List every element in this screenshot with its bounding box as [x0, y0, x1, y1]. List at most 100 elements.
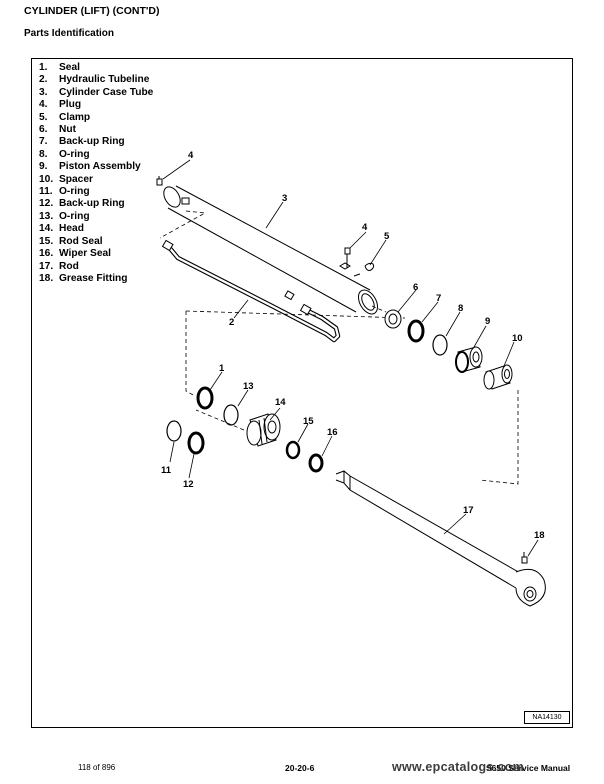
part-number: 12.: [39, 198, 54, 210]
part-number: 1.: [39, 62, 48, 73]
list-item: 6. Nut: [39, 124, 153, 136]
page-title: CYLINDER (LIFT) (CONT'D): [24, 5, 160, 17]
callout-label: 7: [436, 293, 441, 304]
list-item: 16. Wiper Seal: [39, 248, 153, 260]
back-up-ring-icon: [187, 431, 205, 455]
o-ring-icon: [223, 404, 239, 426]
cylinder-case-tube: [163, 185, 378, 315]
parts-list: 1. Seal 2. Hydraulic Tubeline 3. Cylinder C…: [39, 62, 153, 285]
part-number: 2.: [39, 74, 48, 86]
part-number: 10.: [39, 173, 54, 185]
callout-label: 5: [384, 231, 390, 242]
grease-fitting-icon: [521, 552, 528, 564]
head-icon: [246, 413, 281, 447]
part-name: Head: [59, 223, 84, 235]
o-ring-icon: [432, 334, 448, 356]
part-name: O-ring: [59, 210, 90, 222]
callout-label: 16: [327, 427, 338, 438]
part-name: Piston Assembly: [59, 161, 141, 173]
part-name: Grease Fitting: [59, 272, 128, 284]
back-up-ring-icon: [407, 319, 425, 343]
watermark: www.epcatalogs.com: [392, 760, 525, 774]
callout-leaders: [162, 159, 539, 557]
callout-label: 4: [362, 222, 368, 233]
rod-icon: [335, 470, 546, 607]
page-count: 118 of 896: [78, 763, 116, 772]
hydraulic-tubeline: [161, 239, 341, 343]
o-ring-icon: [166, 420, 182, 442]
callout-label: 13: [243, 381, 254, 392]
part-number: 8.: [39, 148, 48, 160]
rod-seal-icon: [285, 440, 301, 460]
list-item: 15. Rod Seal: [39, 236, 153, 248]
part-name: Hydraulic Tubeline: [59, 74, 150, 86]
part-name: Clamp: [59, 111, 91, 123]
part-number: 6.: [39, 124, 48, 136]
part-number: 4.: [39, 99, 48, 111]
list-item: 9. Piston Assembly: [39, 161, 153, 173]
part-number: 11.: [39, 186, 53, 198]
figure-id-box: NA14130: [524, 711, 570, 724]
list-item: 2. Hydraulic Tubeline: [39, 74, 153, 86]
part-name: Back-up Ring: [59, 136, 125, 148]
callout-label: 17: [463, 505, 474, 516]
part-name: O-ring: [59, 186, 90, 198]
callout-label: 6: [413, 282, 418, 293]
plug-icon: [156, 176, 163, 186]
part-number: 3.: [39, 86, 48, 98]
list-item: 12. Back-up Ring: [39, 198, 153, 210]
part-name: Nut: [59, 124, 76, 136]
part-number: 13.: [39, 210, 54, 222]
seal-icon: [196, 386, 214, 410]
list-item: 14. Head: [39, 223, 153, 235]
part-name: Spacer: [59, 173, 93, 185]
part-number: 15.: [39, 235, 54, 247]
list-item: 4. Plug: [39, 99, 153, 111]
piston-assembly-icon: [455, 346, 483, 373]
nut-icon: [384, 309, 402, 329]
callout-label: 3: [282, 193, 287, 204]
list-item: 5. Clamp: [39, 112, 153, 124]
list-item: 17. Rod: [39, 261, 153, 273]
callout-label: 4: [188, 150, 194, 161]
list-item: 1. Seal: [39, 62, 153, 74]
part-number: 16.: [39, 248, 54, 260]
list-item: 8. O-ring: [39, 149, 153, 161]
part-number: 14.: [39, 223, 54, 235]
dashed-leader-lines: [159, 210, 519, 485]
list-item: 7. Back-up Ring: [39, 136, 153, 148]
part-number: 9.: [39, 161, 48, 173]
spacer-icon: [483, 364, 513, 390]
callout-label: 2: [229, 317, 234, 328]
callout-label: 8: [458, 303, 463, 314]
part-number: 7.: [39, 136, 48, 148]
list-item: 13. O-ring: [39, 211, 153, 223]
callout-label: 10: [512, 333, 523, 344]
list-item: 18.Grease Fitting: [39, 273, 153, 285]
section-title: Parts Identification: [24, 28, 115, 39]
part-name: Plug: [59, 99, 82, 111]
part-name: Rod Seal: [59, 235, 103, 247]
callout-label: 11: [161, 465, 172, 476]
part-name: Seal: [59, 62, 80, 73]
list-item: 3. Cylinder Case Tube: [39, 87, 153, 99]
wiper-seal-icon: [308, 453, 324, 473]
manual-title: S650 Service Manual: [486, 763, 571, 773]
part-name: Cylinder Case Tube: [59, 86, 154, 98]
part-name: O-ring: [59, 148, 90, 160]
part-number: 5.: [39, 111, 48, 123]
part-number: 17.: [39, 260, 54, 272]
callout-label: 9: [485, 316, 490, 327]
callout-label: 1: [219, 363, 225, 374]
figure-frame: [31, 58, 573, 728]
part-name: Rod: [59, 260, 79, 272]
list-item: 10. Spacer: [39, 174, 153, 186]
plug-and-clamp: [344, 247, 375, 271]
callout-label: 14: [275, 397, 286, 408]
callout-label: 18: [534, 530, 545, 541]
part-name: Back-up Ring: [59, 198, 125, 210]
callout-label: 15: [303, 416, 314, 427]
callout-label: 12: [183, 479, 194, 490]
part-name: Wiper Seal: [59, 248, 111, 260]
